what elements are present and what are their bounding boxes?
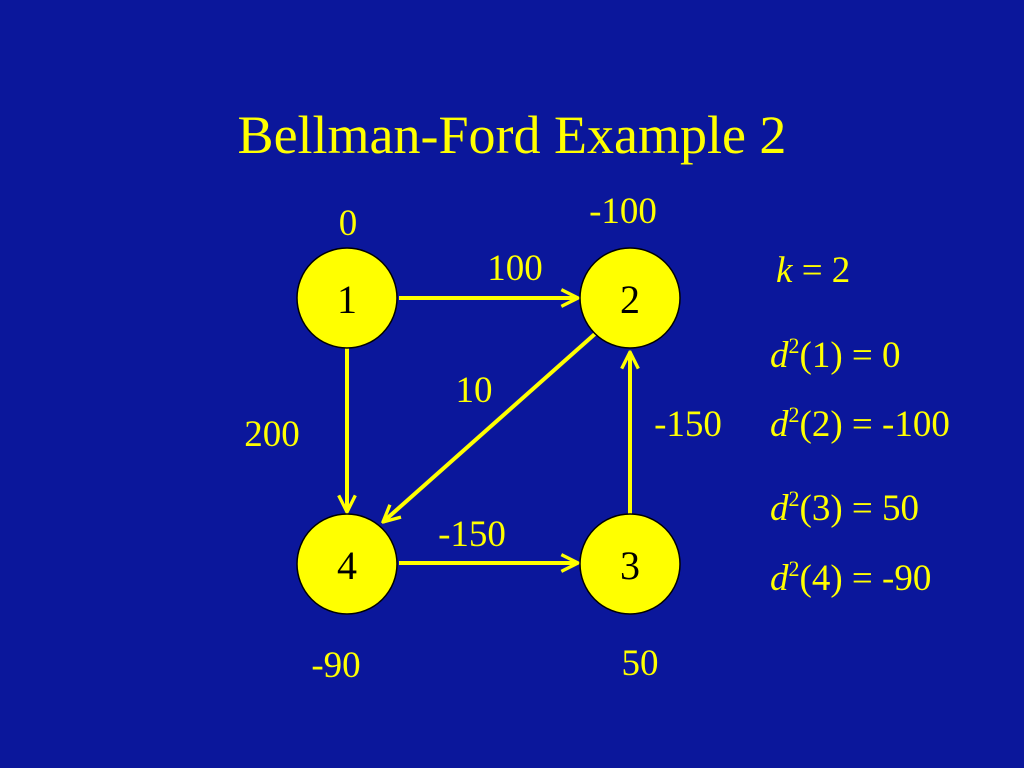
distance-line-1: d2(1) = 0	[770, 335, 901, 376]
distance-value: (2) = -100	[799, 404, 950, 445]
edge-1-4-weight: 200	[244, 414, 300, 455]
node-2: 2	[579, 247, 681, 349]
distance-value: (3) = 50	[799, 488, 920, 529]
distance-line-2: d2(2) = -100	[770, 404, 950, 445]
distance-line-3: d2(3) = 50	[770, 488, 920, 529]
node-3: 3	[579, 513, 681, 615]
edge-3-2-weight: -150	[654, 404, 722, 445]
iteration-label: k = 2	[776, 252, 850, 289]
node-2-distance: -100	[589, 191, 657, 232]
node-3-label: 3	[620, 543, 640, 588]
distance-value: (4) = -90	[799, 558, 932, 599]
node-4-label: 4	[337, 543, 357, 588]
distance-line-4: d2(4) = -90	[770, 558, 932, 599]
distance-symbol: d	[770, 488, 789, 529]
node-1-label: 1	[337, 277, 357, 322]
node-2-label: 2	[620, 277, 640, 322]
edge-2-4	[383, 331, 598, 522]
node-1-distance: 0	[338, 203, 358, 244]
edge-4-3-weight: -150	[438, 514, 506, 555]
edge-1-2-weight: 100	[487, 248, 543, 289]
slide-title: Bellman-Ford Example 2	[237, 105, 787, 165]
node-4-distance: -90	[311, 645, 361, 686]
distance-value: (1) = 0	[799, 335, 901, 376]
node-4: 4	[296, 513, 398, 615]
distance-symbol: d	[770, 404, 789, 445]
distance-superscript: 2	[788, 333, 800, 358]
iteration-value: = 2	[792, 250, 851, 291]
iteration-var: k	[776, 250, 793, 291]
node-3-distance: 50	[621, 643, 659, 684]
distance-symbol: d	[770, 558, 789, 599]
distance-superscript: 2	[788, 486, 800, 511]
distance-symbol: d	[770, 335, 789, 376]
distance-superscript: 2	[788, 402, 800, 427]
node-1: 1	[296, 247, 398, 349]
distance-superscript: 2	[788, 556, 800, 581]
edge-2-4-weight: 10	[455, 370, 493, 411]
